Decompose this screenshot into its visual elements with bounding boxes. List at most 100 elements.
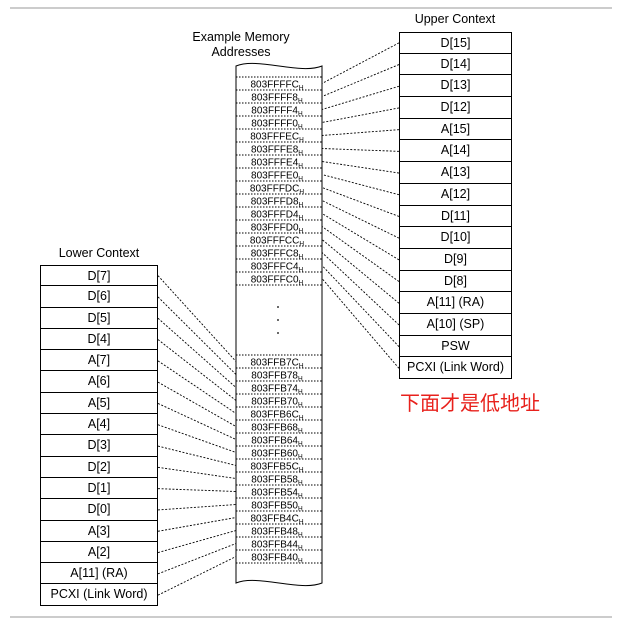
memory-address-suffix: H [298, 506, 303, 513]
memory-address: 803FFFF4H [251, 106, 303, 118]
connector-line [157, 504, 237, 511]
memory-address-value: 803FFB6C [250, 410, 298, 421]
memory-address-suffix: H [298, 532, 303, 539]
memory-address-suffix: H [299, 363, 304, 370]
memory-address-value: 803FFFF4 [251, 106, 298, 117]
lower-context-cell: A[7] [40, 350, 158, 372]
memory-address: 803FFB78H [251, 371, 303, 383]
memory-address-value: 803FFB70 [251, 397, 298, 408]
memory-address: 803FFFDCH [250, 184, 304, 196]
ellipsis-dot [277, 306, 279, 308]
memory-address-suffix: H [298, 402, 303, 409]
lower-context-cell: D[6] [40, 286, 158, 308]
memory-address-suffix: H [298, 558, 303, 565]
memory-address-value: 803FFB74 [251, 384, 298, 395]
memory-address-suffix: H [298, 98, 303, 105]
connector-line [157, 296, 237, 375]
memory-address-suffix: H [298, 480, 303, 487]
memory-address-value: 803FFB68 [251, 423, 298, 434]
memory-title: Example Memory Addresses [176, 30, 306, 60]
upper-context-cell: PSW [399, 335, 512, 358]
connector-line [321, 187, 400, 217]
memory-title-line2: Addresses [211, 45, 271, 59]
memory-address-value: 803FFFF8 [251, 93, 298, 104]
lower-context-cell: A[3] [40, 520, 158, 542]
memory-address-value: 803FFFD8 [251, 197, 299, 208]
memory-address-value: 803FFFD4 [251, 210, 299, 221]
upper-context-cell: A[12] [399, 183, 512, 206]
memory-address: 803FFFE0H [251, 171, 303, 183]
memory-address-value: 803FFB58 [251, 475, 298, 486]
memory-address-suffix: H [298, 111, 303, 118]
memory-address-value: 803FFFE8 [251, 145, 299, 156]
upper-context-cell: A[13] [399, 162, 512, 184]
upper-context-cell: D[10] [399, 227, 512, 249]
connector-line [157, 424, 237, 453]
upper-context-cell: D[11] [399, 205, 512, 228]
upper-context-column: D[15]D[14]D[13]D[12]A[15]A[14]A[13]A[12]… [399, 32, 512, 379]
connector-line [321, 64, 400, 97]
memory-address: 803FFFD4H [251, 210, 304, 222]
lower-context-cell: D[7] [40, 265, 158, 287]
memory-address-suffix: H [299, 267, 304, 274]
memory-address: 803FFFE4H [251, 158, 303, 170]
connector-line [321, 226, 400, 282]
memory-address-suffix: H [298, 124, 303, 131]
connector-line [157, 317, 237, 388]
memory-address-value: 803FFFEC [250, 132, 299, 143]
memory-address-suffix: H [299, 137, 304, 144]
memory-address-suffix: H [299, 415, 304, 422]
lower-context-cell: PCXI (Link Word) [40, 584, 158, 606]
connector-line [321, 148, 400, 152]
memory-address-suffix: H [299, 519, 304, 526]
memory-address: 803FFB48H [251, 527, 303, 539]
upper-context-cell: A[10] (SP) [399, 313, 512, 336]
memory-address-value: 803FFB60 [251, 449, 298, 460]
upper-context-cell: D[15] [399, 32, 512, 54]
memory-address: 803FFB4CH [250, 514, 303, 526]
memory-address-suffix: H [299, 254, 304, 261]
memory-address-value: 803FFFF0 [251, 119, 298, 130]
connector-line [321, 174, 400, 196]
lower-context-cell: A[6] [40, 371, 158, 393]
lower-context-cell: D[0] [40, 499, 158, 521]
memory-address: 803FFB74H [251, 384, 303, 396]
memory-address-suffix: H [299, 202, 304, 209]
connector-line [321, 161, 400, 174]
memory-address-value: 803FFB40 [251, 553, 298, 564]
lower-context-column: D[7]D[6]D[5]D[4]A[7]A[6]A[5]A[4]D[3]D[2]… [40, 265, 158, 606]
lower-context-cell: D[3] [40, 435, 158, 457]
memory-address: 803FFFFCH [250, 80, 303, 92]
memory-address: 803FFB50H [251, 501, 303, 513]
upper-context-cell: A[11] (RA) [399, 292, 512, 314]
memory-address: 803FFFC0H [251, 275, 304, 287]
memory-address-value: 803FFB48 [251, 527, 298, 538]
connector-line [321, 239, 400, 304]
connector-line [157, 543, 237, 575]
memory-address: 803FFB6CH [250, 410, 303, 422]
memory-address-suffix: H [298, 389, 303, 396]
upper-context-cell: D[14] [399, 53, 512, 76]
connector-line [157, 556, 237, 596]
memory-address-suffix: H [299, 241, 304, 248]
connector-line [157, 517, 237, 532]
ellipsis-dot [277, 332, 279, 334]
memory-address: 803FFB70H [251, 397, 303, 409]
memory-ellipsis [277, 306, 279, 334]
memory-address: 803FFFECH [250, 132, 304, 144]
memory-address: 803FFB7CH [250, 358, 303, 370]
memory-address-value: 803FFB5C [250, 462, 298, 473]
memory-address: 803FFB44H [251, 540, 303, 552]
memory-address-suffix: H [298, 454, 303, 461]
memory-address-value: 803FFFC4 [251, 262, 299, 273]
memory-address-suffix: H [298, 493, 303, 500]
memory-address: 803FFB68H [251, 423, 303, 435]
memory-address-suffix: H [298, 176, 303, 183]
memory-address: 803FFB58H [251, 475, 303, 487]
connector-line [157, 466, 237, 479]
memory-address-suffix: H [299, 228, 304, 235]
memory-address: 803FFB5CH [250, 462, 303, 474]
memory-address-value: 803FFB78 [251, 371, 298, 382]
memory-address-suffix: H [298, 441, 303, 448]
memory-address-value: 803FFB4C [250, 514, 298, 525]
